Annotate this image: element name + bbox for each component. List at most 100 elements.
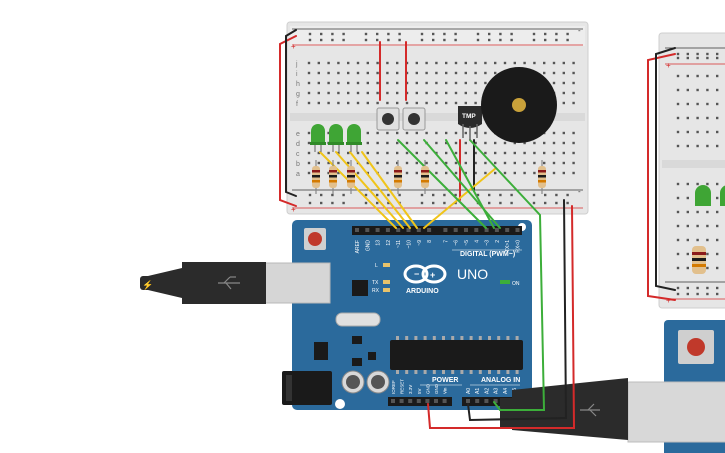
digital-pin-socket[interactable] <box>443 228 448 232</box>
breadboard-hole <box>552 171 556 175</box>
breadboard-hole <box>676 252 680 256</box>
chip-leg <box>442 370 445 374</box>
breadboard-hole <box>523 141 526 145</box>
digital-pin-socket[interactable] <box>406 228 411 232</box>
breadboard-hole <box>425 81 428 85</box>
breadboard-hole <box>474 71 477 75</box>
rail-hole <box>555 201 558 205</box>
breadboard-hole <box>562 171 565 175</box>
digital-pin-socket[interactable] <box>494 228 499 232</box>
breadboard-hole <box>386 71 389 75</box>
breadboard-hole <box>327 61 330 65</box>
rail-hole <box>443 193 446 197</box>
digital-pin-socket[interactable] <box>365 228 370 232</box>
breadboard-hole <box>445 71 448 75</box>
breadboard-hole <box>327 151 330 155</box>
svg-text:+: + <box>430 270 435 280</box>
breadboard-hole <box>716 252 719 256</box>
power-jack[interactable] <box>282 371 332 405</box>
digital-pin-socket[interactable] <box>396 228 401 232</box>
breadboard-hole <box>337 101 340 105</box>
usb-cable-left[interactable]: ⚡ <box>140 262 331 304</box>
breadboard-hole <box>572 131 575 135</box>
digital-pin-socket[interactable] <box>355 228 359 232</box>
breadboard-hole <box>464 101 467 105</box>
digital-pin-socket[interactable] <box>416 228 421 232</box>
rail-hole <box>488 193 491 197</box>
row-letter-e: e <box>296 131 300 138</box>
power-pin-socket[interactable] <box>434 399 438 403</box>
led-rx-label: RX <box>372 288 380 294</box>
rail-plus-label-right-bottom: + <box>666 296 671 305</box>
led-secondary <box>695 185 725 206</box>
breadboard-hole <box>376 91 379 95</box>
breadboard-hole <box>396 161 399 165</box>
breadboard-hole <box>366 141 369 145</box>
reset-button[interactable] <box>304 228 326 250</box>
breadboard-hole <box>454 171 458 175</box>
led-green <box>328 124 344 152</box>
pushbutton-2[interactable] <box>402 107 426 131</box>
breadboard-hole <box>494 171 497 175</box>
breadboard-hole <box>405 161 409 165</box>
digital-pin-socket[interactable] <box>385 228 390 232</box>
chip-leg <box>423 336 427 340</box>
breadboard-hole <box>572 161 575 165</box>
digital-pin-socket[interactable] <box>427 228 432 232</box>
on-led-label: ON <box>512 281 520 287</box>
rail-hole <box>387 201 390 205</box>
digital-pin-socket[interactable] <box>375 228 380 232</box>
digital-pin-socket[interactable] <box>474 228 479 232</box>
breadboard-hole <box>307 161 311 165</box>
digital-pin-label: ~6 <box>454 240 460 246</box>
breadboard-hole <box>307 81 311 85</box>
power-pin-socket[interactable] <box>399 399 404 403</box>
pushbutton-1[interactable] <box>376 107 400 131</box>
digital-pin-socket[interactable] <box>515 228 520 232</box>
power-pin-socket[interactable] <box>391 399 395 403</box>
breadboard-hole <box>562 141 565 145</box>
breadboard-hole <box>396 71 399 75</box>
arduino-logo-text: ARDUINO <box>406 288 439 295</box>
row-letter-d: d <box>296 141 300 148</box>
analog-pin-socket[interactable] <box>466 399 470 403</box>
power-pin-socket[interactable] <box>425 399 430 403</box>
piezo-buzzer <box>481 67 557 143</box>
digital-pin-socket[interactable] <box>505 228 510 232</box>
breadboard-hole <box>696 224 699 228</box>
breadboard-hole <box>716 144 719 148</box>
breadboard-hole <box>572 171 575 175</box>
breadboard-hole <box>562 61 565 65</box>
breadboard-hole <box>716 210 719 214</box>
breadboard-hole <box>464 91 467 95</box>
power-pin-socket[interactable] <box>442 399 447 403</box>
breadboard-hole <box>706 74 709 78</box>
breadboard-hole <box>386 91 389 95</box>
digital-pin-label: RX<0 <box>516 240 522 253</box>
row-letter-a: a <box>296 171 300 178</box>
breadboard-hole <box>307 71 311 75</box>
row-letter-i: i <box>296 71 298 78</box>
breadboard-hole <box>435 161 438 165</box>
digital-pin-socket[interactable] <box>464 228 468 232</box>
power-pin-socket[interactable] <box>416 399 421 403</box>
breadboard-hole <box>562 161 565 165</box>
analog-pin-socket[interactable] <box>493 399 498 403</box>
rail-hole <box>499 32 502 36</box>
analog-pin-socket[interactable] <box>484 399 489 403</box>
rail-hole <box>320 193 323 197</box>
breadboard-hole <box>484 81 487 85</box>
breadboard-hole <box>686 130 689 134</box>
digital-pin-socket[interactable] <box>484 228 489 232</box>
analog-pin-socket[interactable] <box>475 399 480 403</box>
usb-cable-right[interactable] <box>500 378 628 440</box>
power-pin-socket[interactable] <box>408 399 413 403</box>
rail-hole <box>686 286 689 290</box>
breadboard-hole <box>464 81 467 85</box>
breadboard-hole <box>415 141 418 145</box>
chip-leg <box>497 370 501 374</box>
digital-pin-socket[interactable] <box>453 228 458 232</box>
breadboard-hole <box>376 61 379 65</box>
rail-minus-label: - <box>578 26 581 35</box>
led-green <box>346 124 362 152</box>
